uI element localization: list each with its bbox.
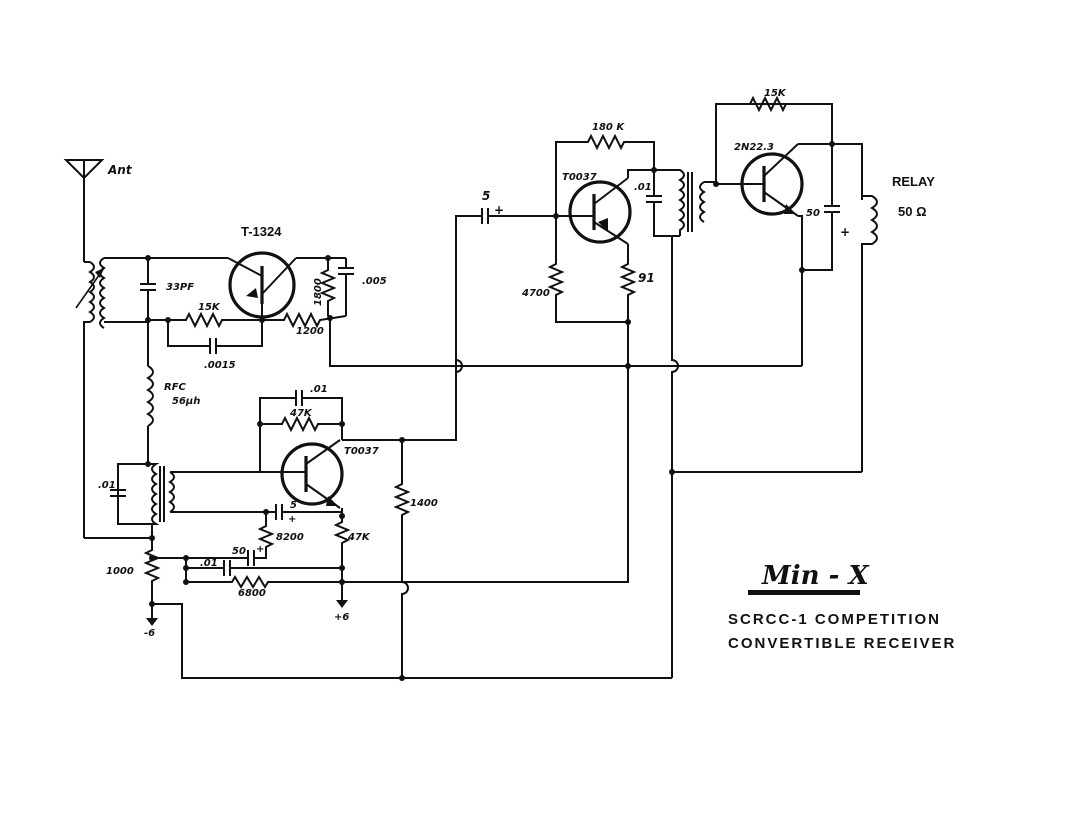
rf-choke	[146, 322, 154, 462]
resistor-91-label: 91	[638, 271, 655, 285]
resistor-1000-label: 1000	[106, 566, 134, 577]
resistor-8200	[257, 512, 275, 552]
capacitor-5-coupling-plus: +	[494, 203, 504, 217]
resistor-1400	[393, 440, 411, 678]
resistor-4700-label: 4700	[521, 288, 550, 299]
capacitor-01-detector-label: .01	[634, 182, 652, 193]
capacitor-01-if-label: .01	[98, 480, 116, 491]
resistor-8200-label: 8200	[276, 532, 304, 543]
resistor-1000	[143, 538, 161, 604]
capacitor-50-relay-plus: +	[840, 225, 850, 239]
capacitor-33pf-label: 33PF	[166, 282, 194, 293]
capacitor-01-supply-label: .01	[200, 558, 218, 569]
rf-choke-label: RFC	[164, 382, 187, 393]
resistor-1400-label: 1400	[410, 498, 438, 509]
resistor-1200	[262, 311, 347, 329]
capacitor-0015	[167, 320, 263, 354]
resistor-47k-feedback	[260, 415, 342, 433]
interstage-transformer	[654, 169, 706, 236]
resistor-47k-emitter	[333, 508, 351, 552]
title-logo: Min - X	[761, 561, 870, 591]
capacitor-01-feedback-label: .01	[310, 384, 328, 395]
resistor-1800	[319, 258, 337, 316]
resistor-47k-feedback-label: 47K	[289, 408, 313, 419]
capacitor-33pf	[140, 258, 156, 322]
title-line-2: CONVERTIBLE RECEIVER	[728, 635, 956, 652]
relay-ohm-label: 50 Ω	[898, 204, 927, 219]
antenna-coil	[75, 257, 106, 538]
transistor-t1324	[227, 251, 297, 320]
transistor-t1324-label: T-1324	[241, 224, 282, 239]
if-transformer-1	[110, 461, 175, 525]
resistor-180k	[555, 133, 655, 216]
resistor-15k-osc	[148, 311, 262, 329]
capacitor-0015-label: .0015	[204, 360, 236, 371]
transistor-t0037-if	[260, 439, 344, 509]
transistor-t0037-detector	[556, 177, 632, 245]
capacitor-005-label: .005	[362, 276, 387, 287]
transistor-2n223	[716, 143, 804, 217]
resistor-180k-label: 180 K	[592, 122, 625, 133]
relay-label: RELAY	[892, 174, 935, 189]
transistor-t0037-detector-label: T0037	[562, 172, 597, 183]
antenna-symbol	[63, 159, 105, 262]
capacitor-5-emitter-label: 5	[290, 500, 297, 511]
capacitor-01-supply	[186, 560, 342, 576]
resistor-15k-relay	[749, 95, 787, 113]
resistor-1800-label: 1800	[313, 278, 324, 306]
capacitor-5-emitter	[266, 504, 342, 520]
transistor-t0037-if-label: T0037	[344, 446, 379, 457]
transistor-2n223-label: 2N22.3	[734, 142, 774, 153]
resistor-1200-label: 1200	[296, 326, 324, 337]
title-block: Min - X SCRCC-1 COMPETITION CONVERTIBLE …	[728, 561, 956, 652]
resistor-15k-osc-label: 15K	[198, 302, 221, 313]
resistor-15k-relay-label: 15K	[764, 88, 787, 99]
antenna-label: Ant	[107, 163, 133, 177]
rf-choke-value: 56µh	[172, 396, 200, 407]
capacitor-01-feedback	[259, 390, 343, 472]
resistor-4700	[547, 216, 628, 323]
capacitor-50-bypass-plus: +	[256, 544, 264, 555]
title-line-1: SCRCC-1 COMPETITION	[728, 611, 941, 628]
supply-positive-label: +6	[334, 612, 349, 623]
resistor-6800-label: 6800	[238, 588, 266, 599]
capacitor-5-coupling-label: 5	[482, 189, 490, 203]
resistor-91	[619, 244, 637, 322]
capacitor-5-coupling	[481, 208, 556, 224]
relay-coil	[861, 195, 878, 472]
resistor-47k-emitter-label: 47K	[347, 532, 371, 543]
capacitor-50-bypass	[186, 550, 267, 566]
resistor-6800	[186, 575, 342, 589]
capacitor-005	[338, 258, 354, 316]
capacitor-50-relay-label: 50	[806, 208, 820, 219]
capacitor-01-detector	[646, 170, 680, 237]
supply-negative-label: -6	[144, 628, 155, 639]
capacitor-5-emitter-plus: +	[288, 514, 296, 525]
capacitor-50-relay	[802, 144, 840, 271]
capacitor-50-bypass-label: 50	[232, 546, 246, 557]
